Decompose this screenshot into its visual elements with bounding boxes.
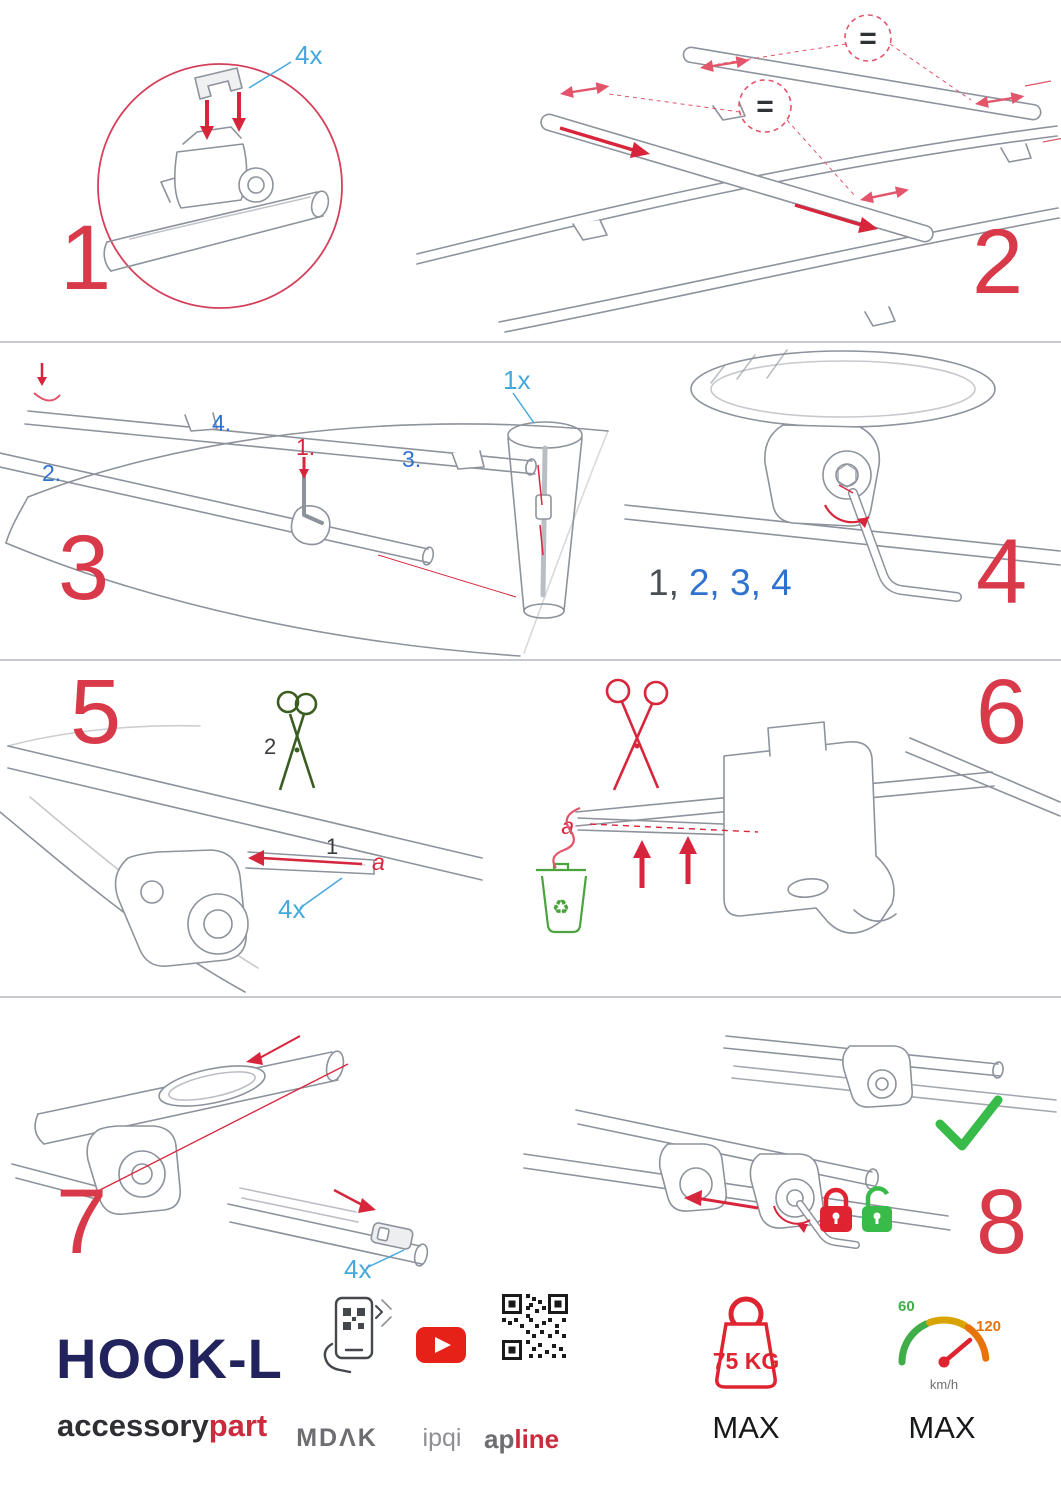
step-8-number: 8 (976, 1171, 1028, 1273)
qr-code (502, 1294, 568, 1360)
insert-key-arrow-icon (299, 457, 309, 479)
step7-qty-label: 4x (344, 1254, 371, 1284)
front-crossbar-drawing (540, 113, 934, 327)
speed-low-label: 60 (898, 1298, 915, 1315)
insert-strap-arrow-icon (246, 1035, 301, 1065)
step4-sequence-first: 1, (648, 562, 679, 603)
scissors-icon (276, 690, 318, 791)
step-2-number: 2 (972, 211, 1024, 313)
step5-a-label: a (372, 849, 385, 875)
weight-value-label: 75 KG (713, 1348, 779, 1374)
discarded-strap-drawing (552, 806, 581, 869)
weight-max-label: MAX (712, 1410, 780, 1445)
step4-sequence-label: 1,2, 3, 4 (648, 562, 792, 603)
step3-order-label-1: 1. (296, 434, 315, 460)
step5-illustration: 2 1 a 4x (0, 690, 483, 993)
product-name: HOOK-L (56, 1327, 283, 1390)
step-7-number: 7 (56, 1171, 108, 1273)
bar-opening-drawing (11, 1050, 429, 1267)
checkmark-icon (935, 1095, 1003, 1151)
step3-qty-label: 1x (503, 365, 530, 395)
step-4-number: 4 (976, 521, 1028, 623)
adapter-bracket-drawing (194, 67, 243, 100)
step7-illustration: 4x (11, 1035, 429, 1284)
section-divider (0, 341, 1061, 343)
logo-apline: apline (484, 1424, 559, 1455)
step4-sequence-rest: 2, 3, 4 (689, 562, 792, 603)
tighten-arrow-icon (824, 484, 870, 528)
slide-left-arrow-icon (684, 1190, 759, 1210)
bracket-foot-drawing (575, 721, 1061, 934)
equal-spacing-callouts (608, 14, 972, 197)
step1-illustration: 4x (97, 40, 343, 309)
step1-qty-label: 4x (295, 40, 322, 70)
logo-apline-suffix: line (514, 1424, 560, 1454)
step3-order-label-4: 4. (212, 410, 231, 436)
roof-edge-clamp-drawing (0, 724, 483, 993)
crossbar-drawing (103, 126, 330, 272)
step-3-number: 3 (58, 517, 110, 619)
logo-ipqi: ipqi (422, 1424, 462, 1452)
section-divider (0, 659, 1061, 661)
step3-illustration: 4. 2. 3. 1. 1x (0, 363, 609, 657)
section-divider (0, 996, 1061, 998)
step5-qty-label: 4x (278, 894, 305, 924)
insert-arrows-icon (200, 92, 246, 140)
step-5-number: 5 (70, 661, 122, 763)
tighten-arrow-icon (773, 1205, 811, 1233)
strap-lift-mark-icon (33, 363, 61, 402)
strap-detail-cone-drawing (507, 421, 583, 619)
spacing-arrows-icon (557, 53, 1061, 233)
weight-limit-icon: 75 KG (713, 1296, 779, 1389)
step3-order-label-3: 3. (402, 446, 421, 472)
allen-key-icon (848, 488, 962, 602)
end-cap-drawing (370, 1222, 414, 1250)
allen-key-icon (796, 1200, 860, 1249)
step8-illustration (523, 1035, 1057, 1249)
speed-unit-label: km/h (930, 1377, 958, 1392)
insert-cap-arrow-icon (333, 1188, 376, 1213)
roof-rails-drawing (416, 46, 1060, 333)
phone-scan-icon (323, 1296, 392, 1374)
logo-apline-prefix: ap (484, 1424, 515, 1454)
speed-high-label: 120 (976, 1318, 1001, 1335)
step-6-number: 6 (976, 661, 1028, 763)
step-1-number: 1 (60, 207, 112, 309)
equal-sign-top: = (859, 22, 877, 55)
padlock-closed-icon (820, 1187, 852, 1232)
magnifier-circle-icon (97, 63, 343, 309)
scissors-icon (605, 678, 669, 791)
brand-suffix: part (208, 1408, 268, 1443)
step5-cut-label: 2 (264, 734, 276, 759)
brand-wordmark: accessorypart (57, 1408, 267, 1444)
rear-crossbar-drawing (682, 46, 1042, 163)
pull-strap-arrow-icon (248, 850, 363, 866)
step2-illustration: = = (416, 14, 1061, 333)
padlock-open-icon (862, 1186, 892, 1232)
trash-bin-icon: ♻ (536, 862, 588, 934)
youtube-icon (416, 1327, 466, 1363)
brand-prefix: accessory (57, 1408, 209, 1443)
push-up-arrows-icon (633, 836, 697, 888)
step3-order-label-2: 2. (42, 460, 61, 486)
equal-sign-bottom: = (756, 90, 774, 123)
step4-illustration: 1,2, 3, 4 (624, 349, 1061, 603)
logo-mdak: MDΛK (296, 1424, 378, 1452)
step5-pull-label: 1 (326, 834, 338, 859)
speedometer-icon: 60 120 km/h (898, 1298, 1001, 1392)
recycle-icon: ♻ (552, 897, 570, 919)
speed-max-label: MAX (908, 1410, 976, 1445)
allen-key-icon (302, 475, 324, 525)
step6-illustration: a ♻ (536, 678, 1061, 934)
